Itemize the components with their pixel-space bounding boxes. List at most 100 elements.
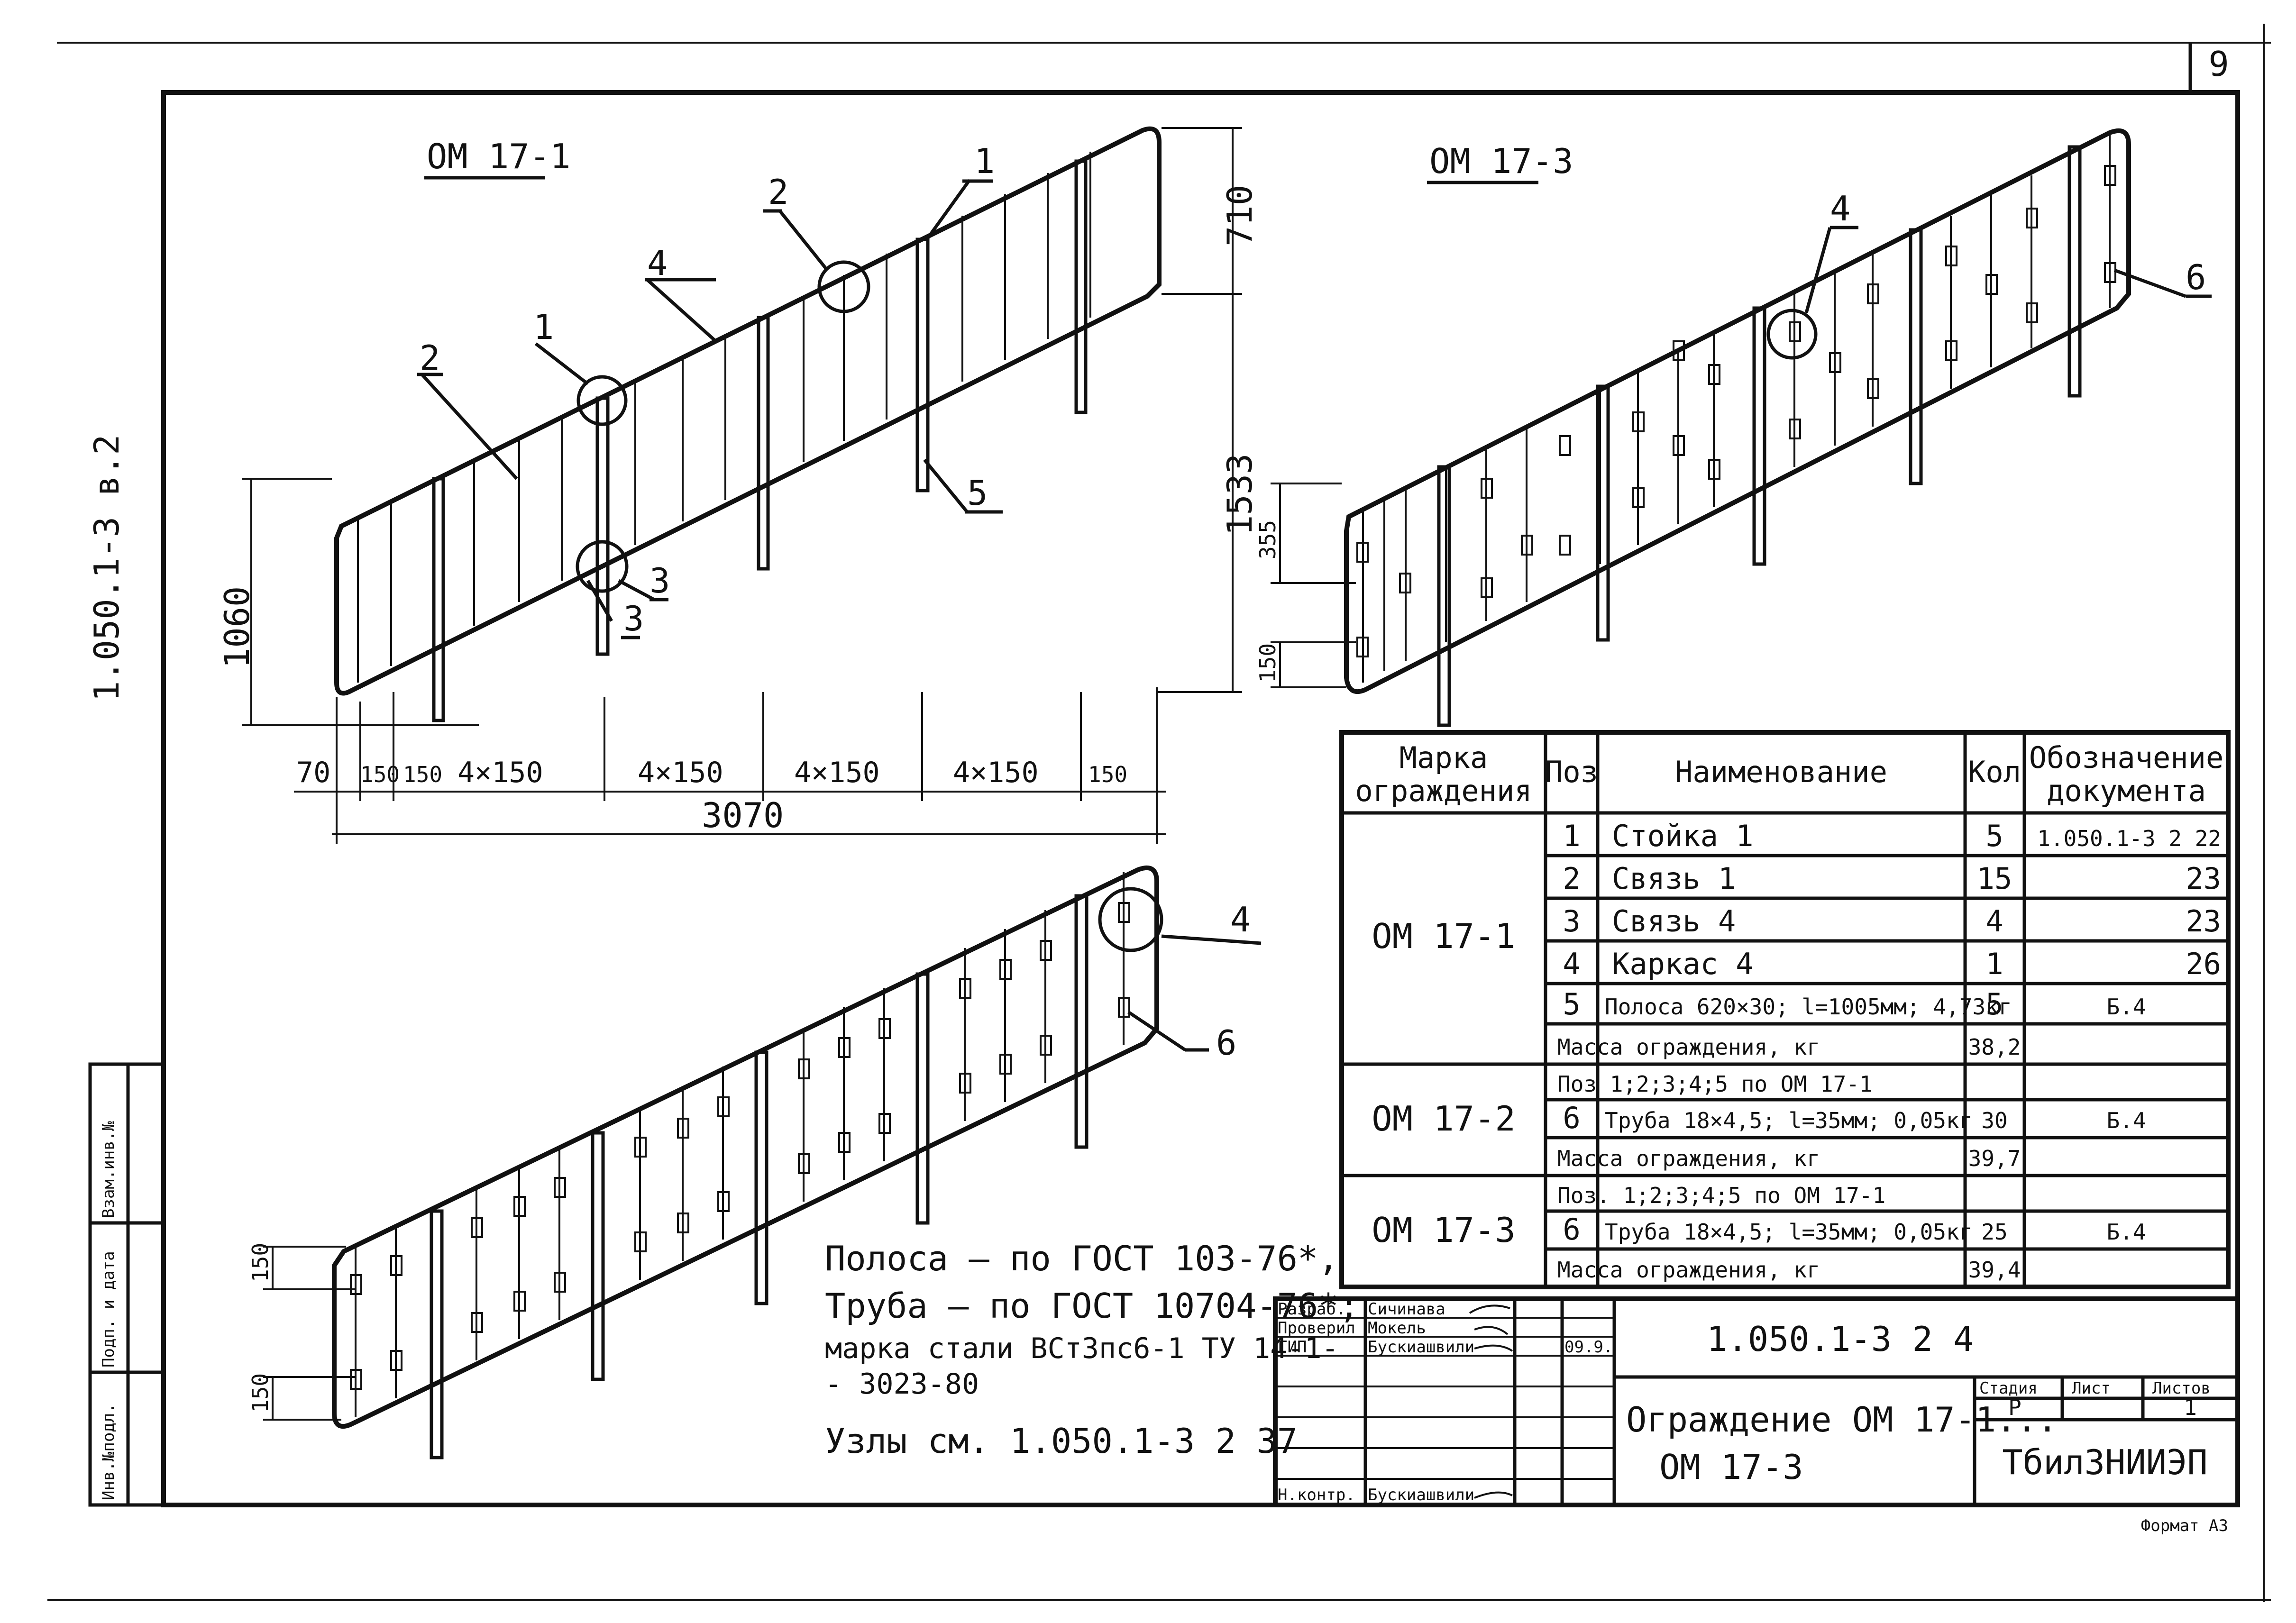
sheets-label: Листов	[2152, 1379, 2211, 1398]
callout-4: 4	[647, 243, 668, 283]
tube-stubs-om17-2	[350, 902, 1130, 1390]
note-line-1: Полоса – по ГОСТ 103-76*,	[825, 1239, 1339, 1278]
row-doc: Б.4	[2106, 994, 2146, 1020]
dim-total-length: 3070	[702, 795, 784, 835]
stage-label: Стадия	[1979, 1379, 2038, 1398]
dim-bottom-4: 4×150	[638, 756, 723, 789]
row-qty: 5	[1985, 819, 2003, 853]
mass-value: 38,2	[1968, 1034, 2021, 1060]
notes: Полоса – по ГОСТ 103-76*, Труба – по ГОС…	[825, 1239, 1359, 1461]
name-developer: Сичинава	[1368, 1300, 1445, 1319]
row-name: Полоса 620×30; l=1005мм; 4,73кг	[1605, 994, 2012, 1020]
page-mark: 9	[2208, 44, 2229, 84]
row-name: Поз 1;2;3;4;5 по ОМ 17-1	[1557, 1071, 1873, 1097]
row-qty: 1	[1985, 947, 2003, 981]
header-name: Наименование	[1675, 755, 1887, 789]
callout-2-left: 2	[420, 338, 440, 378]
dim-bottom-0: 70	[296, 756, 330, 789]
row-qty: 30	[1981, 1108, 2007, 1133]
name-norm-control: Бускиашвили	[1368, 1486, 1474, 1504]
group-mark-om17-1: ОМ 17-1	[1372, 916, 1515, 956]
dim-150a-om17-2: 150	[247, 1243, 273, 1282]
group-mark-om17-2: ОМ 17-2	[1372, 1099, 1515, 1139]
organization: ТбилЗНИИЭП	[2002, 1442, 2207, 1482]
node-circle-om17-2	[1098, 887, 1163, 952]
view-title-om17-3: ОМ 17-3	[1429, 141, 1573, 181]
dim-top-right: 710	[1220, 185, 1260, 246]
view-title-om17-1: ОМ 17-1	[427, 137, 570, 176]
dim-150-om17-3: 150	[1255, 643, 1281, 683]
header-doc-line2: документа	[2047, 774, 2206, 808]
header-pos: Поз	[1545, 755, 1598, 789]
row-doc: 1.050.1-3 2 22	[2037, 826, 2221, 851]
dim-height-left: 1060	[217, 586, 257, 668]
posts-om17-2	[430, 894, 1089, 1459]
balusters-om17-3	[1362, 135, 2111, 683]
row-name: Труба 18×4,5; l=35мм; 0,05кг	[1605, 1108, 1972, 1133]
name-chief-engineer: Бускиашвили	[1368, 1338, 1474, 1357]
mass-label: Масса ограждения, кг	[1557, 1034, 1820, 1060]
row-doc: 23	[2186, 861, 2221, 896]
strip-sign-date: Подп. и дата	[99, 1251, 118, 1368]
row-name: Стойка 1	[1612, 819, 1754, 853]
panel-om17-3	[1344, 128, 2131, 694]
strip-replace-inv: Взам.инв.№	[99, 1121, 118, 1218]
dim-150b-om17-2: 150	[247, 1373, 273, 1413]
sign-date: 09.9.	[1564, 1338, 1613, 1357]
callout-1-mid: 1	[533, 307, 554, 347]
dim-bottom-7: 150	[1088, 762, 1127, 787]
callout-2-top: 2	[768, 172, 788, 212]
panel-om17-2	[332, 866, 1159, 1429]
spec-table: Марка ограждения Поз Наименование Кол Об…	[1339, 730, 2231, 1289]
row-qty: 5	[1985, 987, 2003, 1021]
sheet-label: Лист	[2072, 1379, 2111, 1398]
dim-bottom-5: 4×150	[794, 756, 880, 789]
node-circles-om17-1	[576, 260, 870, 593]
note-line-5: Узлы см. 1.050.1-3 2 37	[825, 1421, 1298, 1461]
callout-4-om17-3: 4	[1830, 189, 1850, 228]
mass-value: 39,4	[1968, 1257, 2021, 1283]
name-checker: Мокель	[1368, 1319, 1426, 1338]
header-doc-line1: Обозначение	[2029, 740, 2224, 775]
title-line-2: ОМ 17-3	[1659, 1447, 1803, 1487]
view-om17-1: ОМ 17-1	[217, 126, 1260, 844]
row-doc: 23	[2186, 904, 2221, 939]
row-pos: 4	[1563, 947, 1580, 981]
posts-om17-3	[1437, 145, 2082, 727]
callout-6-om17-2: 6	[1216, 1023, 1236, 1063]
callout-4-om17-2: 4	[1230, 900, 1251, 939]
dim-355: 355	[1255, 520, 1281, 559]
posts-om17-1	[432, 159, 1088, 722]
header-mark-line1: Марка	[1400, 740, 1488, 775]
note-line-2: Труба – по ГОСТ 10704-76*;	[825, 1286, 1359, 1326]
row-doc: Б.4	[2106, 1219, 2146, 1245]
row-qty: 25	[1981, 1219, 2007, 1245]
side-label: 1.050.1-3 в.2	[87, 434, 127, 702]
role-developer: Разраб.	[1278, 1300, 1345, 1319]
note-line-4: - 3023-80	[825, 1368, 979, 1401]
callout-5: 5	[967, 473, 988, 513]
dim-right: 1533	[1220, 454, 1260, 536]
dim-bottom-1: 150	[360, 762, 400, 787]
role-checker: Проверил	[1278, 1319, 1355, 1338]
row-pos: 1	[1563, 819, 1580, 853]
format-label: Формат А3	[2141, 1516, 2228, 1535]
row-pos: 6	[1563, 1212, 1580, 1247]
row-pos: 2	[1563, 861, 1580, 896]
role-norm-control: Н.контр.	[1278, 1486, 1355, 1504]
signatures	[1469, 1304, 1513, 1499]
callout-6-om17-3: 6	[2186, 257, 2206, 297]
left-approval-strip: Инв.№подл. Подп. и дата Взам.инв.№	[88, 1062, 165, 1507]
row-name: Связь 4	[1612, 904, 1736, 939]
callout-3-right: 3	[649, 561, 670, 601]
dim-bottom-2: 150	[403, 762, 442, 787]
strip-inv-no: Инв.№подл.	[99, 1403, 118, 1500]
dims-om17-2	[263, 1246, 356, 1421]
header-mark-line2: ограждения	[1355, 774, 1532, 808]
balusters-om17-1	[357, 152, 1091, 683]
dim-bottom-3: 4×150	[457, 756, 543, 789]
row-name: Труба 18×4,5; l=35мм; 0,05кг	[1605, 1219, 1972, 1245]
drawing-frame	[161, 90, 2240, 1507]
title-block: Разраб. Проверил ГИП Н.контр. Сичинава М…	[1273, 1296, 2240, 1507]
